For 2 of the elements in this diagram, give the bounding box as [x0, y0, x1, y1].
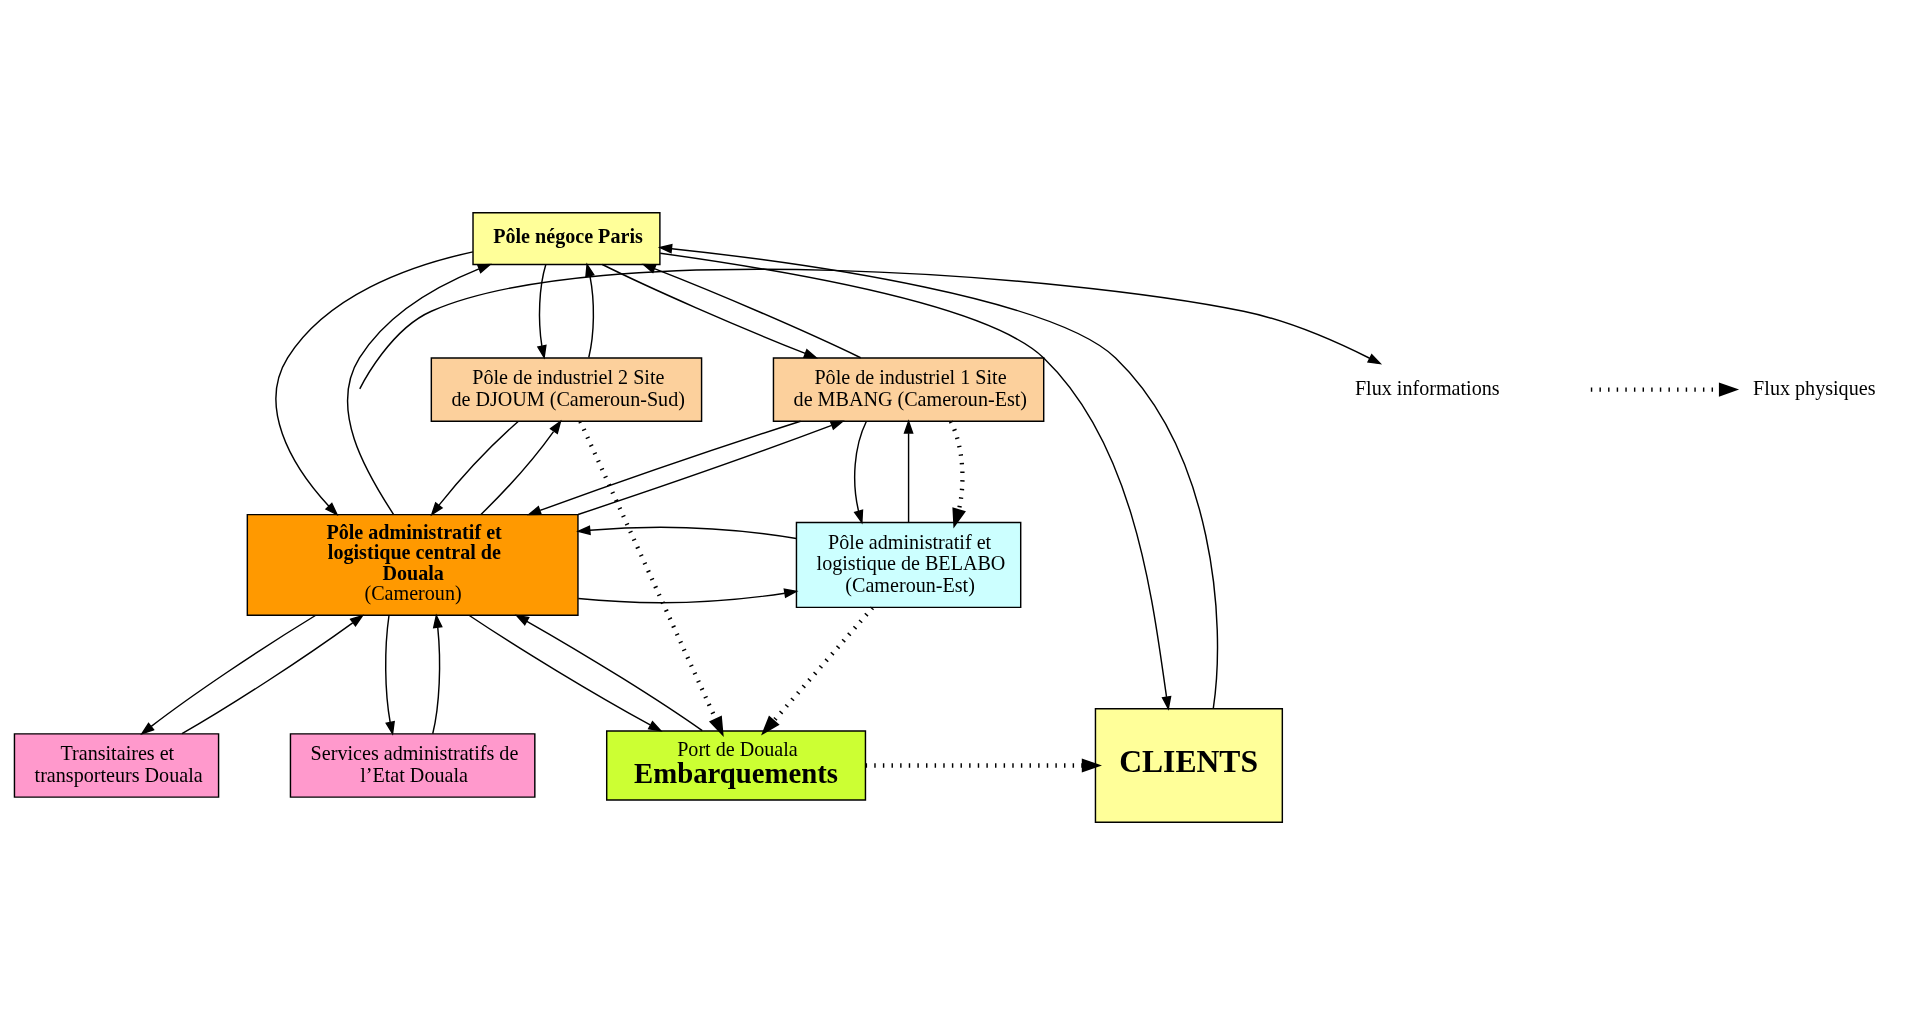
legend-label: Flux informations [1354, 376, 1500, 399]
legend-label: Flux physiques [1753, 376, 1876, 399]
